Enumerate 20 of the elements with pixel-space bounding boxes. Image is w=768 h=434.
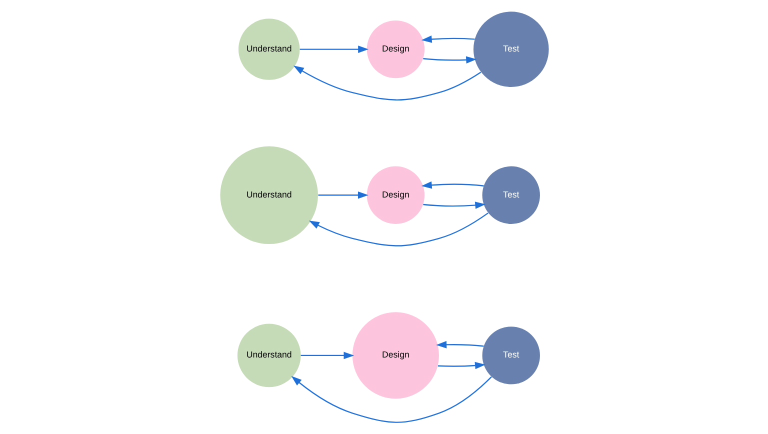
arrow [436,341,484,348]
node-circle: Design [366,20,424,78]
arrow [308,212,488,246]
node-circle: Test [482,166,540,224]
node-circle: Test [482,326,540,384]
node-circle: Design [366,166,424,224]
node-circle: Test [472,12,548,87]
node-circle: Understand [238,18,300,80]
arrow [290,376,492,423]
arrow [299,46,368,53]
node-circle: Design [352,312,438,399]
arrow [420,181,484,189]
arrow [420,36,474,43]
node-circle: Understand [220,146,318,244]
arrow [437,362,485,370]
arrow [292,66,481,100]
arrow [318,192,368,199]
arrow [422,56,476,64]
arrow [422,202,486,209]
arrow [300,352,354,360]
